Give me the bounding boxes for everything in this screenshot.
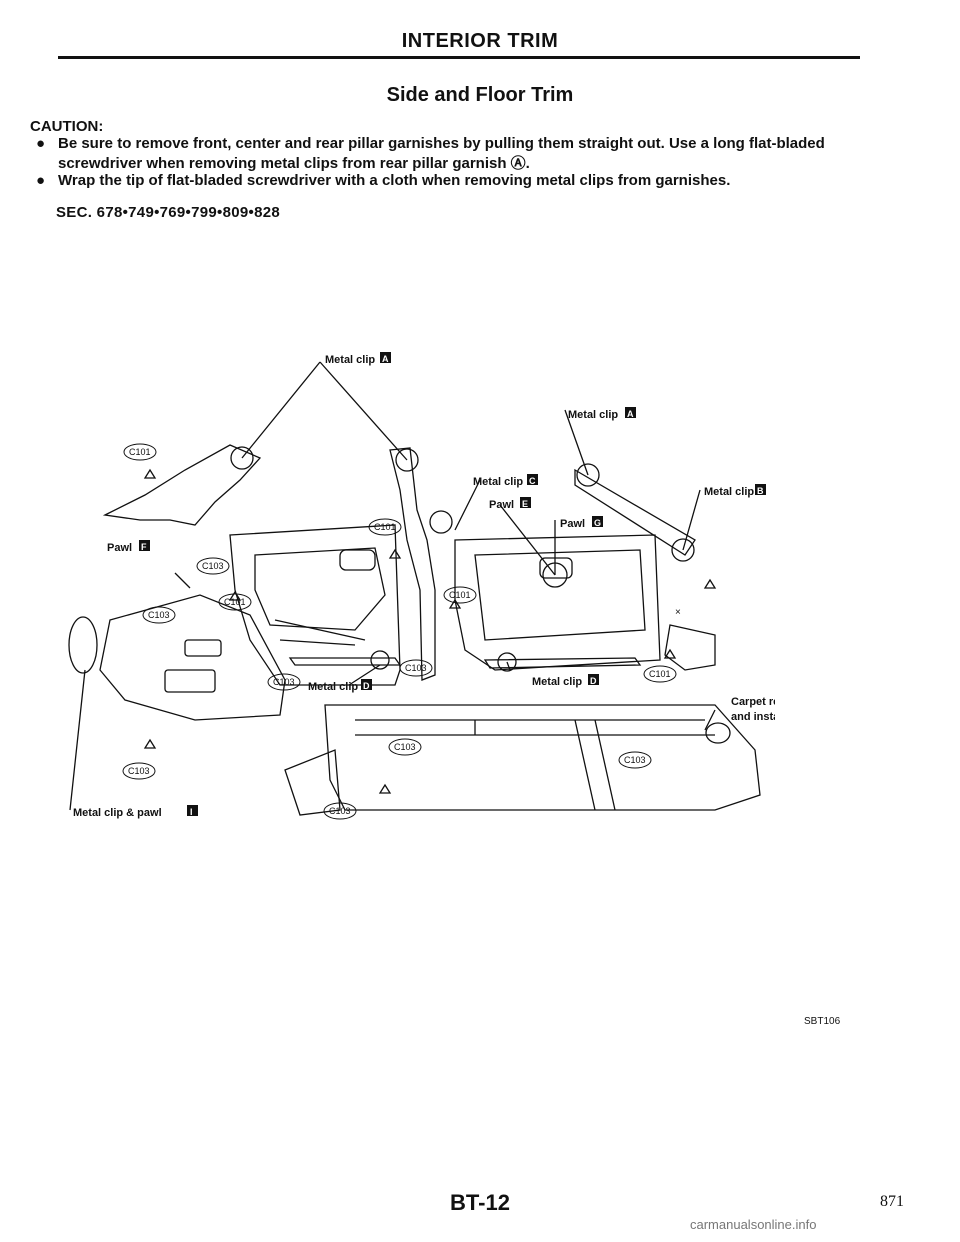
- svg-text:×: ×: [675, 607, 681, 618]
- svg-text:Pawl: Pawl: [107, 542, 132, 554]
- section-title: Side and Floor Trim: [386, 84, 574, 106]
- svg-text:E: E: [522, 499, 528, 509]
- svg-text:C103: C103: [273, 677, 295, 687]
- side-floor-trim-diagram: × C101 C101 C103 C101 C103 C101 C103 C10…: [68, 352, 775, 820]
- callout-metal-clip-a-right: Metal clip A: [568, 407, 636, 421]
- svg-text:I: I: [190, 807, 193, 817]
- svg-text:G: G: [594, 518, 601, 528]
- callout-metal-clip-c: Metal clip C: [473, 474, 538, 488]
- clip-code-c101: C101: [123, 443, 157, 461]
- caution-bullet-text: Wrap the tip of flat-bladed screwdriver …: [58, 172, 731, 189]
- callout-pawl-g: Pawl G: [560, 516, 603, 530]
- svg-text:Metal clip: Metal clip: [473, 476, 523, 488]
- svg-text:C103: C103: [128, 766, 150, 776]
- svg-text:and installation: and installation: [731, 711, 775, 723]
- svg-text:D: D: [590, 676, 597, 686]
- svg-text:C103: C103: [202, 561, 224, 571]
- svg-text:C103: C103: [329, 806, 351, 816]
- svg-text:C101: C101: [224, 597, 246, 607]
- svg-text:C101: C101: [374, 522, 396, 532]
- callout-metal-clip-b: Metal clip B: [704, 484, 766, 498]
- svg-text:A: A: [382, 354, 389, 364]
- clip-code-c103: C103: [323, 802, 357, 820]
- section-reference: SEC. 678•749•769•799•809•828: [56, 204, 280, 221]
- svg-text:Metal clip: Metal clip: [568, 409, 618, 421]
- svg-text:C103: C103: [394, 742, 416, 752]
- svg-text:Pawl: Pawl: [489, 499, 514, 511]
- callout-metal-clip-d-left: Metal clip D: [308, 679, 372, 693]
- svg-text:C101: C101: [129, 447, 151, 457]
- bullet-dot-icon: ●: [36, 135, 46, 152]
- clip-code-c103: C103: [142, 606, 176, 624]
- callout-pawl-e: Pawl E: [489, 497, 531, 511]
- callout-metal-clip-pawl-i: Metal clip & pawl I: [73, 805, 198, 819]
- figure-code: SBT106: [804, 1016, 841, 1027]
- clip-code-c103: C103: [388, 738, 422, 756]
- clip-code-c103: C103: [122, 762, 156, 780]
- clip-code-c103: C103: [267, 673, 301, 691]
- svg-text:C103: C103: [148, 610, 170, 620]
- svg-text:C103: C103: [624, 755, 646, 765]
- callout-metal-clip-a-top: Metal clip A: [325, 352, 391, 366]
- clip-code-c103: C103: [196, 557, 230, 575]
- callout-carpet-removal: Carpet removal and installation H: [731, 696, 775, 723]
- svg-text:Metal clip: Metal clip: [325, 354, 375, 366]
- caution-bullet: ● Be sure to remove front, center and re…: [36, 134, 858, 174]
- svg-text:Metal clip: Metal clip: [704, 486, 754, 498]
- clip-code-c103: C103: [399, 659, 433, 677]
- svg-text:Carpet removal: Carpet removal: [731, 696, 775, 708]
- callout-metal-clip-d-right: Metal clip D: [532, 674, 599, 688]
- svg-text:B: B: [757, 486, 764, 496]
- callout-pawl-f: Pawl F: [107, 540, 150, 554]
- watermark: carmanualsonline.info: [690, 1217, 817, 1232]
- svg-text:A: A: [627, 409, 634, 419]
- clip-code-c101: C101: [218, 593, 252, 611]
- clip-code-c101: C101: [643, 665, 677, 683]
- page-header-title: INTERIOR TRIM: [401, 30, 559, 52]
- svg-text:Metal clip: Metal clip: [308, 681, 358, 693]
- caution-bullet: ● Wrap the tip of flat-bladed screwdrive…: [36, 171, 858, 191]
- svg-text:D: D: [363, 681, 370, 691]
- clip-code-c101: C101: [368, 518, 402, 536]
- svg-text:Metal clip & pawl: Metal clip & pawl: [73, 807, 162, 819]
- caution-bullet-text: Be sure to remove front, center and rear…: [58, 135, 825, 172]
- bullet-dot-icon: ●: [36, 172, 46, 189]
- caution-heading: CAUTION:: [30, 118, 104, 135]
- svg-text:C101: C101: [649, 669, 671, 679]
- page-label: BT-12: [450, 1190, 510, 1215]
- svg-text:C: C: [529, 476, 536, 486]
- diagram-linework: ×: [68, 361, 761, 816]
- clip-code-c101: C101: [443, 586, 477, 604]
- svg-text:Metal clip: Metal clip: [532, 676, 582, 688]
- clip-code-markers: C101 C101 C103 C101 C103 C101 C103 C103 …: [122, 443, 677, 820]
- page-number: 871: [880, 1193, 904, 1210]
- svg-text:F: F: [141, 542, 147, 552]
- clip-code-c103: C103: [618, 751, 652, 769]
- svg-text:C103: C103: [405, 663, 427, 673]
- svg-text:Pawl: Pawl: [560, 518, 585, 530]
- svg-text:C101: C101: [449, 590, 471, 600]
- header-rule: [58, 56, 860, 59]
